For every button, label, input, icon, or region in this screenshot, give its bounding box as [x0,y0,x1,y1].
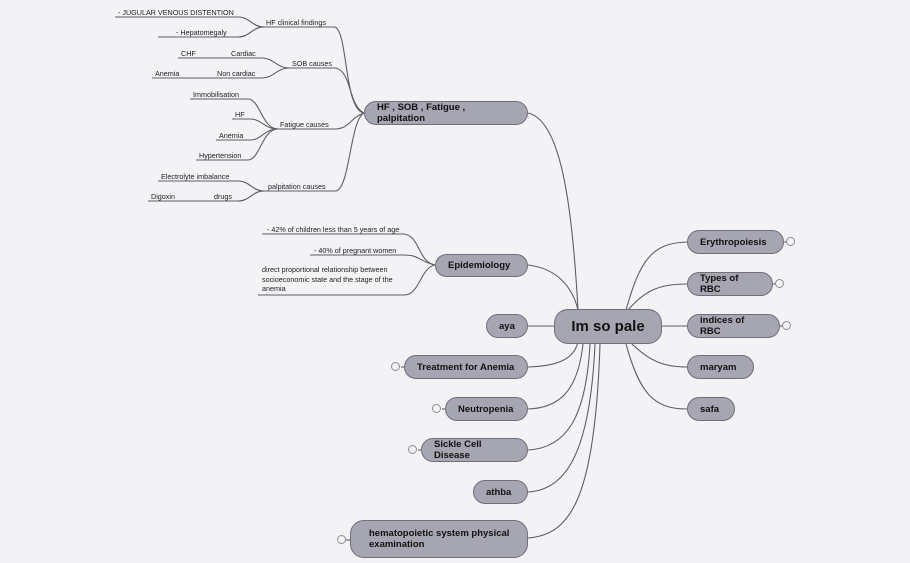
sickle-cell-label: Sickle Cell Disease [434,439,482,461]
expand-treatment-icon[interactable] [391,362,400,371]
neutropenia-label: Neutropenia [458,403,514,415]
hypertension-label[interactable]: Hypertension [199,151,242,160]
safa-label: safa [700,403,720,415]
anemia-sob-label[interactable]: Anemia [155,69,180,78]
cardiac-label[interactable]: Cardiac [231,49,256,58]
treatment-node[interactable]: Treatment for Anemia [404,355,528,379]
hf-cause-label[interactable]: HF [235,110,245,119]
hf-sob-fatigue-node[interactable]: HF , SOB , Fatigue , palpitation [364,101,528,125]
expand-indices-of-rbc-icon[interactable] [782,321,791,330]
immobilisation-label[interactable]: Immobilisation [193,90,239,99]
digoxin-label[interactable]: Digoxin [151,192,175,201]
anemia-fatigue-label[interactable]: Anemia [219,131,244,140]
non-cardiac-label[interactable]: Non cardiac [217,69,256,78]
jugular-venous-label[interactable]: - JUGULAR VENOUS DISTENTION [118,8,234,17]
hematopoietic-label: hematopoietic system physical examinatio… [369,528,510,550]
sickle-cell-node[interactable]: Sickle Cell Disease [421,438,528,462]
erythropoiesis-label: Erythropoiesis [700,236,767,248]
erythropoiesis-node[interactable]: Erythropoiesis [687,230,784,254]
maryam-node[interactable]: maryam [687,355,754,379]
expand-sickle-cell-icon[interactable] [408,445,417,454]
types-of-rbc-label: Types of RBC [700,273,739,295]
hf-clinical-findings-label[interactable]: HF clinical findings [266,18,326,27]
drugs-label[interactable]: drugs [214,192,232,201]
hf-sob-fatigue-label: HF , SOB , Fatigue , palpitation [377,102,466,124]
expand-types-of-rbc-icon[interactable] [775,279,784,288]
athba-node[interactable]: athba [473,480,528,504]
expand-neutropenia-icon[interactable] [432,404,441,413]
indices-of-rbc-node[interactable]: indices of RBC [687,314,780,338]
athba-label: athba [486,486,512,498]
pregnant-women-label[interactable]: - 40% of pregnant women [314,246,397,255]
sob-causes-label[interactable]: SOB causes [292,59,332,68]
neutropenia-node[interactable]: Neutropenia [445,397,528,421]
electrolyte-label[interactable]: Electrolyte imbalance [161,172,230,181]
aya-node[interactable]: aya [486,314,528,338]
hematopoietic-node[interactable]: hematopoietic system physical examinatio… [350,520,528,558]
central-topic-node[interactable]: Im so pale [554,309,662,344]
epidemiology-node[interactable]: Epidemiology [435,254,528,277]
epidemiology-label: Epidemiology [448,260,511,271]
indices-of-rbc-label: indices of RBC [700,315,745,337]
expand-hematopoietic-icon[interactable] [337,535,346,544]
socioeconomic-label[interactable]: direct proportional relationship between… [262,265,393,293]
safa-node[interactable]: safa [687,397,735,421]
palpitation-causes-label[interactable]: palpitation causes [268,182,326,191]
chf-label[interactable]: CHF [181,49,196,58]
treatment-label: Treatment for Anemia [417,361,515,373]
fatigue-causes-label[interactable]: Fatigue causes [280,120,329,129]
types-of-rbc-node[interactable]: Types of RBC [687,272,773,296]
expand-erythropoiesis-icon[interactable] [786,237,795,246]
maryam-label: maryam [700,361,737,373]
central-topic-label: Im so pale [571,318,645,335]
aya-label: aya [499,320,515,332]
children-percent-label[interactable]: - 42% of children less than 5 years of a… [267,225,400,234]
hepatomegaly-label[interactable]: - Hepatomegaly [176,28,227,37]
